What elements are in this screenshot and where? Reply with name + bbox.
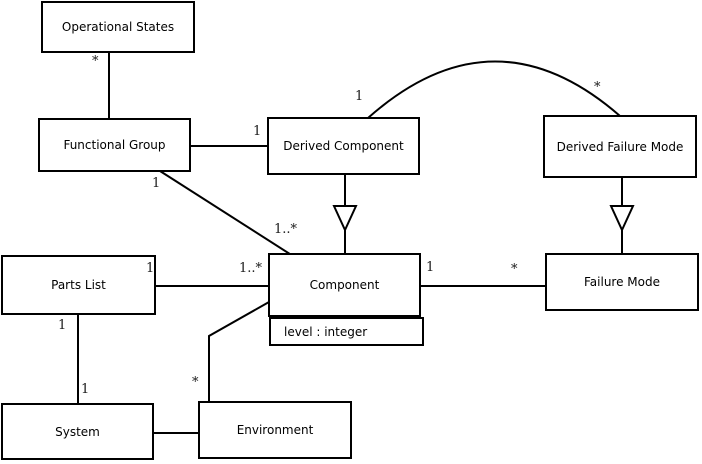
edge-environment-component	[208, 301, 270, 402]
generalization-triangle-icon	[332, 205, 358, 233]
node-label: Component	[309, 278, 380, 292]
node-derived-failure-mode[interactable]: Derived Failure Mode	[543, 115, 697, 178]
node-component-attribute-compartment[interactable]: level : integer	[269, 317, 424, 346]
edge-functional-group-component	[159, 170, 294, 257]
generalization-triangle-icon	[609, 205, 635, 233]
multiplicity-parts-list-right: 1	[146, 261, 155, 276]
node-environment[interactable]: Environment	[198, 401, 352, 459]
multiplicity-parts-list-bottom: 1	[58, 318, 67, 333]
node-label: Failure Mode	[584, 275, 660, 289]
node-label: Parts List	[51, 278, 106, 292]
multiplicity-component-right: 1	[426, 260, 435, 275]
node-system[interactable]: System	[1, 403, 154, 460]
multiplicity-arc-derived-component: 1	[355, 89, 364, 104]
attribute-label: level : integer	[284, 324, 368, 339]
node-operational-states[interactable]: Operational States	[41, 1, 195, 53]
node-component[interactable]: Component	[268, 253, 421, 317]
multiplicity-environment-top: *	[192, 375, 199, 390]
multiplicity-operational-states: *	[92, 54, 99, 69]
node-label: Environment	[236, 423, 314, 437]
node-functional-group[interactable]: Functional Group	[38, 118, 191, 172]
node-label: Derived Component	[283, 139, 404, 153]
node-derived-component[interactable]: Derived Component	[267, 117, 420, 175]
node-label: Functional Group	[63, 138, 166, 152]
node-failure-mode[interactable]: Failure Mode	[545, 253, 699, 311]
multiplicity-component-left: 1..*	[239, 261, 263, 276]
multiplicity-arc-derived-failure-mode: *	[594, 80, 601, 95]
multiplicity-derived-component-left: 1	[253, 124, 262, 139]
node-label: Operational States	[61, 20, 175, 34]
edge-arc-derived-component-derived-failure-mode	[367, 60, 621, 119]
multiplicity-functional-group-bottom: 1	[152, 176, 161, 191]
node-parts-list[interactable]: Parts List	[1, 255, 156, 315]
multiplicity-component-top-left: 1..*	[274, 222, 298, 237]
multiplicity-system-top: 1	[81, 382, 90, 397]
multiplicity-failure-mode-left: *	[511, 262, 518, 277]
node-label: System	[55, 424, 100, 439]
node-label: Derived Failure Mode	[556, 139, 684, 154]
